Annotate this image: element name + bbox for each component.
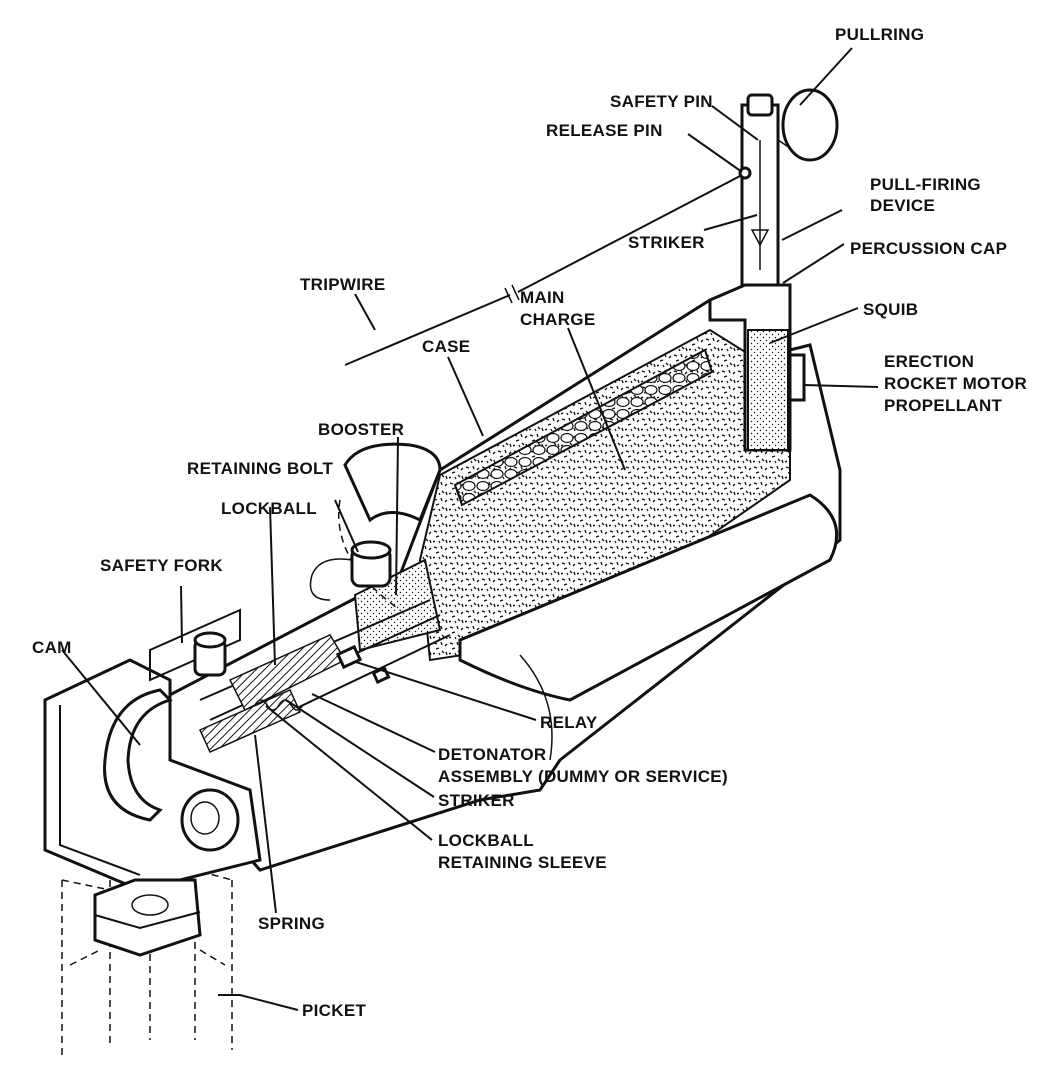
label-tripwire: TRIPWIRE bbox=[300, 275, 386, 294]
label-main-charge-2: CHARGE bbox=[520, 310, 595, 329]
picket-shape bbox=[61, 869, 233, 1060]
retaining-bolt bbox=[309, 540, 392, 601]
labels: PULLRING SAFETY PIN RELEASE PIN PULL-FIR… bbox=[32, 25, 1027, 1020]
label-safety-fork: SAFETY FORK bbox=[100, 556, 223, 575]
label-squib: SQUIB bbox=[863, 300, 918, 319]
label-percussion-cap: PERCUSSION CAP bbox=[850, 239, 1007, 258]
label-pullring: PULLRING bbox=[835, 25, 924, 44]
tripwire bbox=[344, 166, 752, 366]
label-case: CASE bbox=[422, 337, 470, 356]
label-detonator-1: DETONATOR bbox=[438, 745, 547, 764]
label-lockball-sleeve-1: LOCKBALL bbox=[438, 831, 534, 850]
label-picket: PICKET bbox=[302, 1001, 366, 1020]
label-pull-firing-2: DEVICE bbox=[870, 196, 935, 215]
label-pull-firing-1: PULL-FIRING bbox=[870, 175, 981, 194]
label-safety-pin: SAFETY PIN bbox=[610, 92, 713, 111]
label-lockball: LOCKBALL bbox=[221, 499, 317, 518]
label-retaining-bolt: RETAINING BOLT bbox=[187, 459, 333, 478]
label-lockball-sleeve-2: RETAINING SLEEVE bbox=[438, 853, 607, 872]
leader-lines bbox=[61, 47, 879, 1011]
label-booster: BOOSTER bbox=[318, 420, 404, 439]
label-striker-top: STRIKER bbox=[628, 233, 705, 252]
label-striker-bottom: STRIKER bbox=[438, 791, 515, 810]
label-spring: SPRING bbox=[258, 914, 325, 933]
label-erection-2: ROCKET MOTOR bbox=[884, 374, 1027, 393]
label-erection-3: PROPELLANT bbox=[884, 396, 1003, 415]
label-erection-1: ERECTION bbox=[884, 352, 974, 371]
label-relay: RELAY bbox=[540, 713, 598, 732]
label-main-charge-1: MAIN bbox=[520, 288, 565, 307]
label-cam: CAM bbox=[32, 638, 72, 657]
label-release-pin: RELEASE PIN bbox=[546, 121, 663, 140]
label-detonator-2: ASSEMBLY (DUMMY OR SERVICE) bbox=[438, 767, 728, 786]
pull-firing-device bbox=[708, 88, 839, 452]
safety-fork bbox=[149, 608, 241, 682]
mine-case bbox=[158, 298, 842, 872]
